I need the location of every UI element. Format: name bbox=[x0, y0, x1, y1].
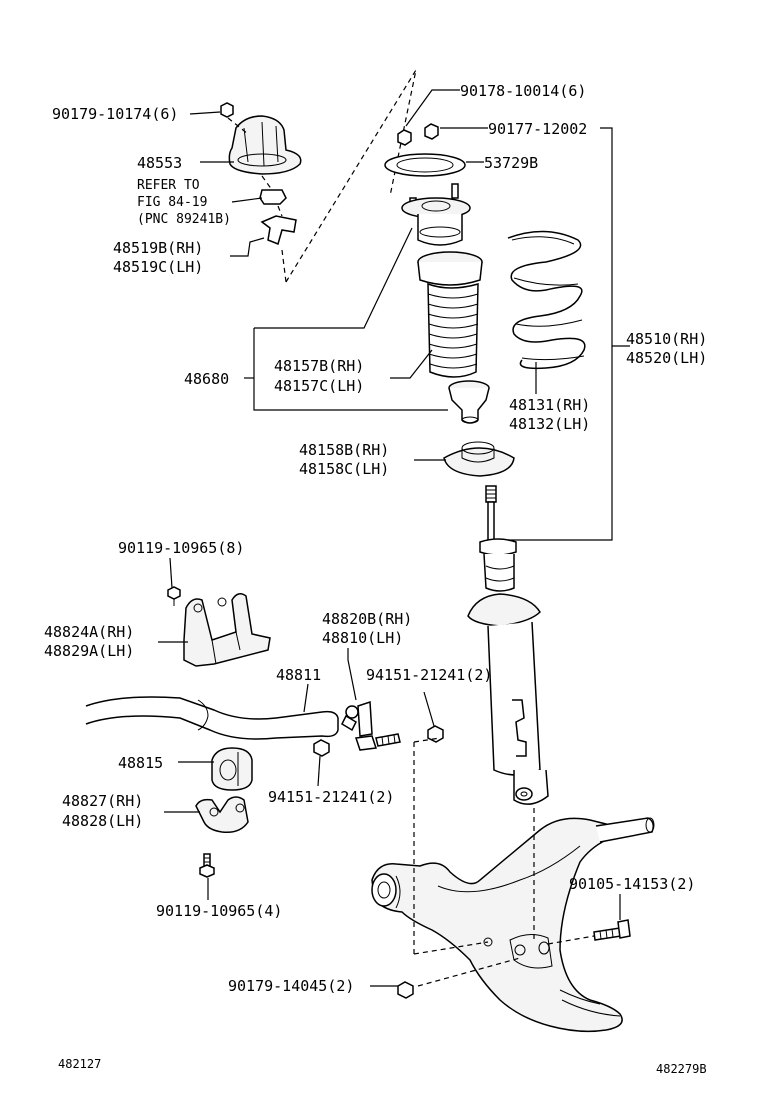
label-48553: 48553 bbox=[137, 154, 182, 172]
nut-90178-drawing bbox=[397, 129, 412, 146]
bolt-90119-lower-drawing bbox=[199, 853, 215, 878]
label-90119-10965-4: 90119-10965(4) bbox=[156, 902, 282, 920]
label-48157c: 48157C(LH) bbox=[274, 377, 364, 395]
label-48815: 48815 bbox=[118, 754, 163, 772]
label-90105-14153: 90105-14153(2) bbox=[569, 875, 695, 893]
label-90179-14045: 90179-14045(2) bbox=[228, 977, 354, 995]
label-refer-line-2: FIG 84-19 bbox=[137, 195, 207, 210]
label-90177-12002: 90177-12002 bbox=[488, 120, 587, 138]
label-48824a: 48824A(RH) bbox=[44, 623, 134, 641]
bracket-48827-drawing bbox=[195, 796, 249, 834]
label-48157b: 48157B(RH) bbox=[274, 357, 364, 375]
label-48829a: 48829A(LH) bbox=[44, 642, 134, 660]
label-48820b: 48820B(RH) bbox=[322, 610, 412, 628]
label-48811: 48811 bbox=[276, 666, 321, 684]
clip-drawing bbox=[259, 189, 287, 205]
nut-94151-bottom-drawing bbox=[313, 739, 330, 757]
nut-94151-top-drawing bbox=[427, 725, 444, 743]
label-48158c: 48158C(LH) bbox=[299, 460, 389, 478]
label-48510: 48510(RH) bbox=[626, 330, 707, 348]
bumper-drawing bbox=[448, 380, 490, 424]
coil-spring-48131-drawing bbox=[507, 230, 586, 370]
stabilizer-bar-48811-drawing bbox=[85, 696, 339, 740]
label-48519c: 48519C(LH) bbox=[113, 258, 203, 276]
support-plate-drawing bbox=[401, 183, 471, 246]
ring-53729b-drawing bbox=[384, 153, 466, 177]
label-94151-21241-top: 94151-21241(2) bbox=[366, 666, 492, 684]
footer-left-code: 482127 bbox=[58, 1057, 101, 1071]
label-48131: 48131(RH) bbox=[509, 396, 590, 414]
stabilizer-bracket-48824a-drawing bbox=[167, 586, 271, 667]
shock-absorber-drawing bbox=[467, 485, 549, 805]
nut-90179-14045-drawing bbox=[397, 981, 414, 999]
label-48810: 48810(LH) bbox=[322, 629, 403, 647]
strut-mount-group bbox=[384, 123, 515, 477]
label-53729b: 53729B bbox=[484, 154, 538, 172]
nut-90179-10174-drawing bbox=[220, 102, 234, 118]
label-refer-line-3: (PNC 89241B) bbox=[137, 212, 231, 227]
label-90119-10965-8: 90119-10965(8) bbox=[118, 539, 244, 557]
dust-boot-48157-drawing bbox=[417, 251, 483, 378]
lower-control-arm-drawing bbox=[371, 817, 655, 1033]
bracket-48519-drawing bbox=[260, 215, 297, 246]
label-refer-line-1: REFER TO bbox=[137, 178, 200, 193]
bolt-90105-drawing bbox=[593, 919, 631, 941]
stabilizer-link-48820b-drawing bbox=[341, 700, 401, 751]
label-48519b: 48519B(RH) bbox=[113, 239, 203, 257]
label-90178-10014: 90178-10014(6) bbox=[460, 82, 586, 100]
bushing-48815-drawing bbox=[211, 747, 253, 791]
label-48828: 48828(LH) bbox=[62, 812, 143, 830]
label-90179-10174: 90179-10174(6) bbox=[52, 105, 178, 123]
label-48132: 48132(LH) bbox=[509, 415, 590, 433]
label-94151-21241-bottom: 94151-21241(2) bbox=[268, 788, 394, 806]
label-48520: 48520(LH) bbox=[626, 349, 707, 367]
label-48827: 48827(RH) bbox=[62, 792, 143, 810]
footer-right-code: 482279B bbox=[656, 1062, 707, 1076]
label-48158b: 48158B(RH) bbox=[299, 441, 389, 459]
bump-stopper-group bbox=[220, 102, 302, 246]
nut-90177-drawing bbox=[424, 123, 439, 140]
label-48680: 48680 bbox=[184, 370, 229, 388]
support-48553-drawing bbox=[228, 115, 302, 175]
insulator-48158-drawing bbox=[443, 441, 515, 477]
